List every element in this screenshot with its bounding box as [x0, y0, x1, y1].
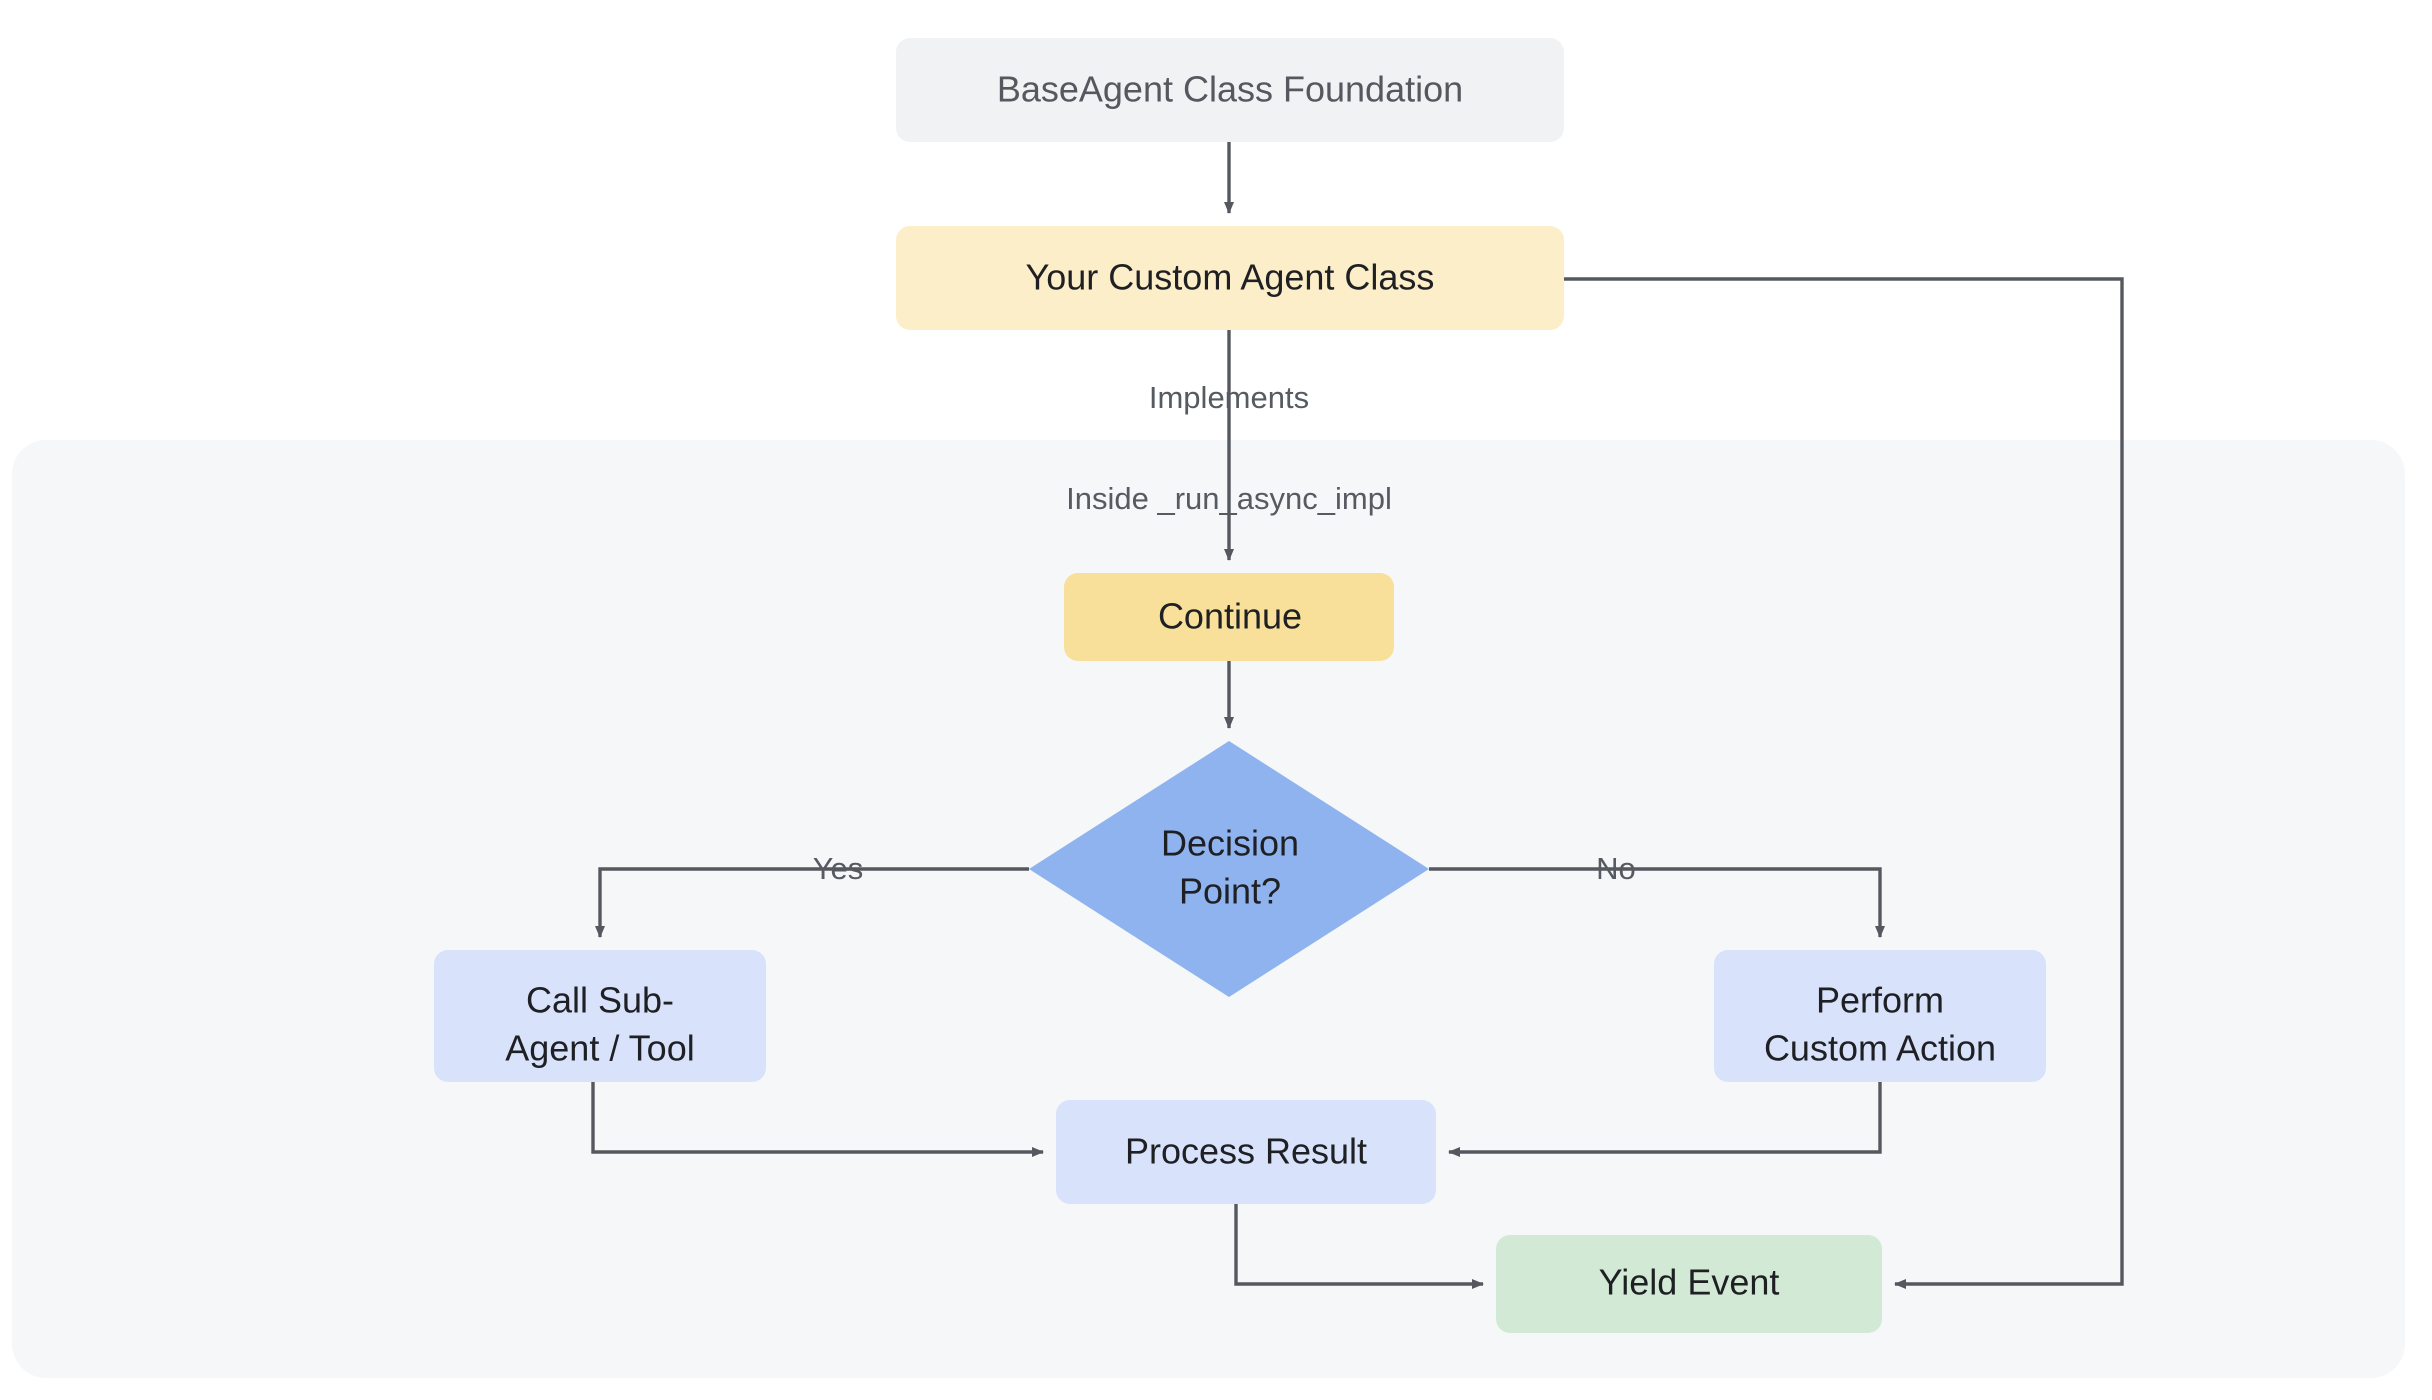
- node-yield-event-label: Yield Event: [1599, 1262, 1780, 1303]
- node-custom-agent-label: Your Custom Agent Class: [1026, 257, 1435, 298]
- edge-perform-action-to-process: [1448, 1082, 1882, 1157]
- node-continue-label: Continue: [1158, 596, 1302, 637]
- node-perform-custom-action-label-line1: Perform: [1816, 980, 1944, 1021]
- edge-custom-agent-to-yield: [1564, 277, 2124, 1289]
- node-call-sub-agent-shape: [434, 950, 766, 1082]
- node-your-custom-agent-class[interactable]: Your Custom Agent Class: [896, 226, 1564, 330]
- edge-label-yes: Yes: [813, 851, 864, 886]
- node-yield-event[interactable]: Yield Event: [1496, 1235, 1882, 1333]
- node-decision-shape: [1029, 741, 1429, 997]
- edge-label-no: No: [1596, 851, 1636, 886]
- node-yield-event-shape: [1496, 1235, 1882, 1333]
- node-decision-label-line2: Point?: [1179, 871, 1281, 912]
- node-call-sub-agent-tool[interactable]: Call Sub- Agent / Tool: [434, 950, 766, 1082]
- node-call-sub-agent-label-line1: Call Sub-: [526, 980, 674, 1021]
- node-base-agent-class-foundation[interactable]: BaseAgent Class Foundation: [896, 38, 1564, 142]
- edge-decision-to-perform-action: [1429, 867, 1885, 938]
- node-base-agent-shape: [896, 38, 1564, 142]
- node-perform-custom-action[interactable]: Perform Custom Action: [1714, 950, 2046, 1082]
- node-call-sub-agent-label-line2: Agent / Tool: [505, 1028, 694, 1069]
- node-base-agent-label: BaseAgent Class Foundation: [997, 69, 1463, 110]
- edge-decision-to-call-sub-agent: [595, 867, 1029, 938]
- node-process-result-label: Process Result: [1125, 1131, 1367, 1172]
- node-continue[interactable]: Continue: [1064, 573, 1394, 661]
- edge-call-sub-agent-to-process: [591, 1082, 1044, 1157]
- node-process-result[interactable]: Process Result: [1056, 1100, 1436, 1204]
- subgraph-title-inside-run-async-impl: Inside _run_async_impl: [1066, 481, 1392, 516]
- node-decision-point[interactable]: Decision Point?: [1029, 741, 1429, 997]
- node-decision-label-line1: Decision: [1161, 823, 1299, 864]
- node-continue-shape: [1064, 573, 1394, 661]
- edge-label-implements: Implements: [1149, 380, 1309, 415]
- node-perform-custom-action-shape: [1714, 950, 2046, 1082]
- node-process-result-shape: [1056, 1100, 1436, 1204]
- edge-process-to-yield: [1234, 1204, 1484, 1289]
- node-custom-agent-shape: [896, 226, 1564, 330]
- node-perform-custom-action-label-line2: Custom Action: [1764, 1028, 1996, 1069]
